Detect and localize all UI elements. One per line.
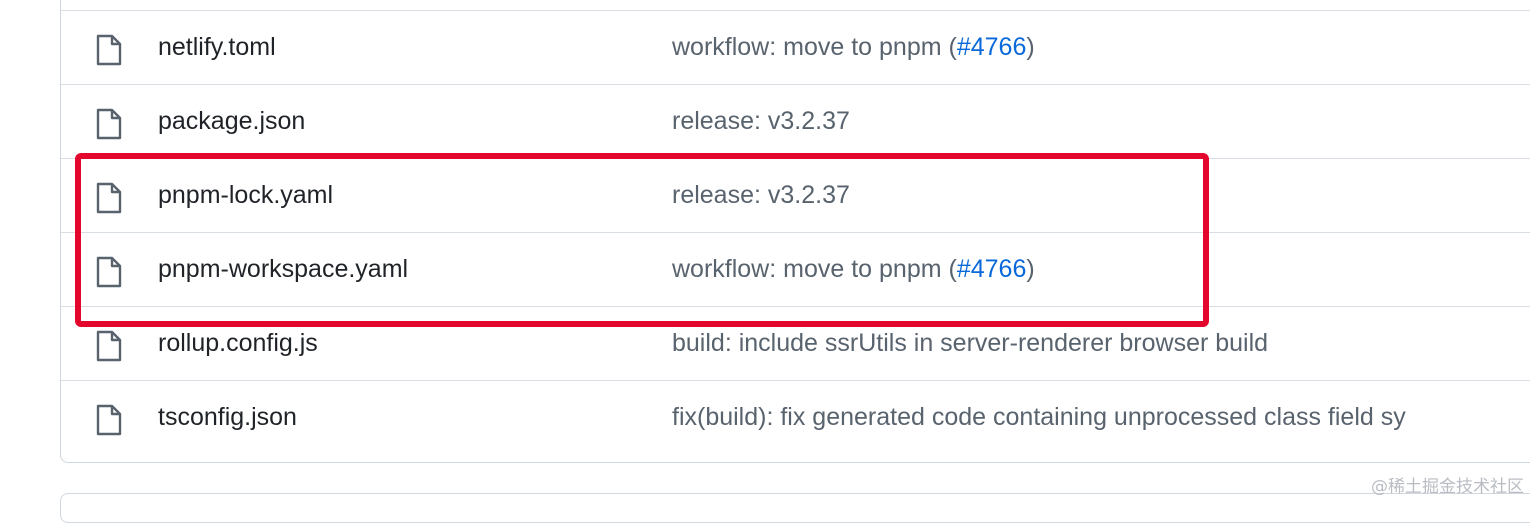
commit-message[interactable]: workflow: move to pnpm (#4766) (672, 233, 1035, 305)
commit-message-text[interactable]: build: include ssrUtils in server-render… (672, 329, 1269, 357)
watermark: @稀土掘金技术社区 (1371, 477, 1524, 497)
file-icon (95, 34, 123, 66)
file-icon (95, 108, 123, 140)
file-name-link[interactable]: netlify.toml (158, 33, 276, 61)
commit-message-text[interactable]: workflow: move to pnpm ( (672, 33, 957, 61)
file-row-tsconfig-json[interactable]: tsconfig.json fix(build): fix generated … (61, 380, 1530, 454)
commit-message[interactable]: build: include ssrUtils in server-render… (672, 307, 1268, 379)
commit-message-suffix: ) (1026, 33, 1035, 61)
file-icon (95, 256, 123, 288)
pr-link[interactable]: #4766 (956, 33, 1027, 61)
commit-message[interactable]: release: v3.2.37 (672, 85, 850, 157)
commit-message-text[interactable]: workflow: move to pnpm ( (672, 255, 957, 283)
commit-message[interactable]: workflow: move to pnpm (#4766) (672, 11, 1035, 83)
file-row-rollup-config-js[interactable]: rollup.config.js build: include ssrUtils… (61, 306, 1530, 380)
file-row-package-json[interactable]: package.json release: v3.2.37 (61, 84, 1530, 158)
commit-message-suffix: ) (1026, 255, 1035, 283)
file-icon (95, 404, 123, 436)
file-row-netlify-toml[interactable]: netlify.toml workflow: move to pnpm (#47… (61, 10, 1530, 84)
commit-message-text[interactable]: fix(build): fix generated code containin… (672, 403, 1406, 431)
file-name-link[interactable]: pnpm-lock.yaml (158, 181, 334, 209)
file-row-pnpm-workspace-yaml[interactable]: pnpm-workspace.yaml workflow: move to pn… (61, 232, 1530, 306)
commit-message-text[interactable]: release: v3.2.37 (672, 107, 850, 135)
file-name-link[interactable]: tsconfig.json (158, 403, 297, 431)
pr-link[interactable]: #4766 (956, 255, 1027, 283)
file-name-link[interactable]: package.json (158, 107, 306, 135)
file-name-link[interactable]: pnpm-workspace.yaml (158, 255, 409, 283)
commit-message-text[interactable]: release: v3.2.37 (672, 181, 850, 209)
next-panel-edge (60, 493, 1530, 523)
file-icon (95, 330, 123, 362)
file-name-link[interactable]: rollup.config.js (158, 329, 318, 357)
file-row-pnpm-lock-yaml[interactable]: pnpm-lock.yaml release: v3.2.37 (61, 158, 1530, 232)
file-list: netlify.toml workflow: move to pnpm (#47… (60, 0, 1530, 463)
commit-message[interactable]: fix(build): fix generated code containin… (672, 381, 1406, 453)
file-icon (95, 182, 123, 214)
commit-message[interactable]: release: v3.2.37 (672, 159, 850, 231)
